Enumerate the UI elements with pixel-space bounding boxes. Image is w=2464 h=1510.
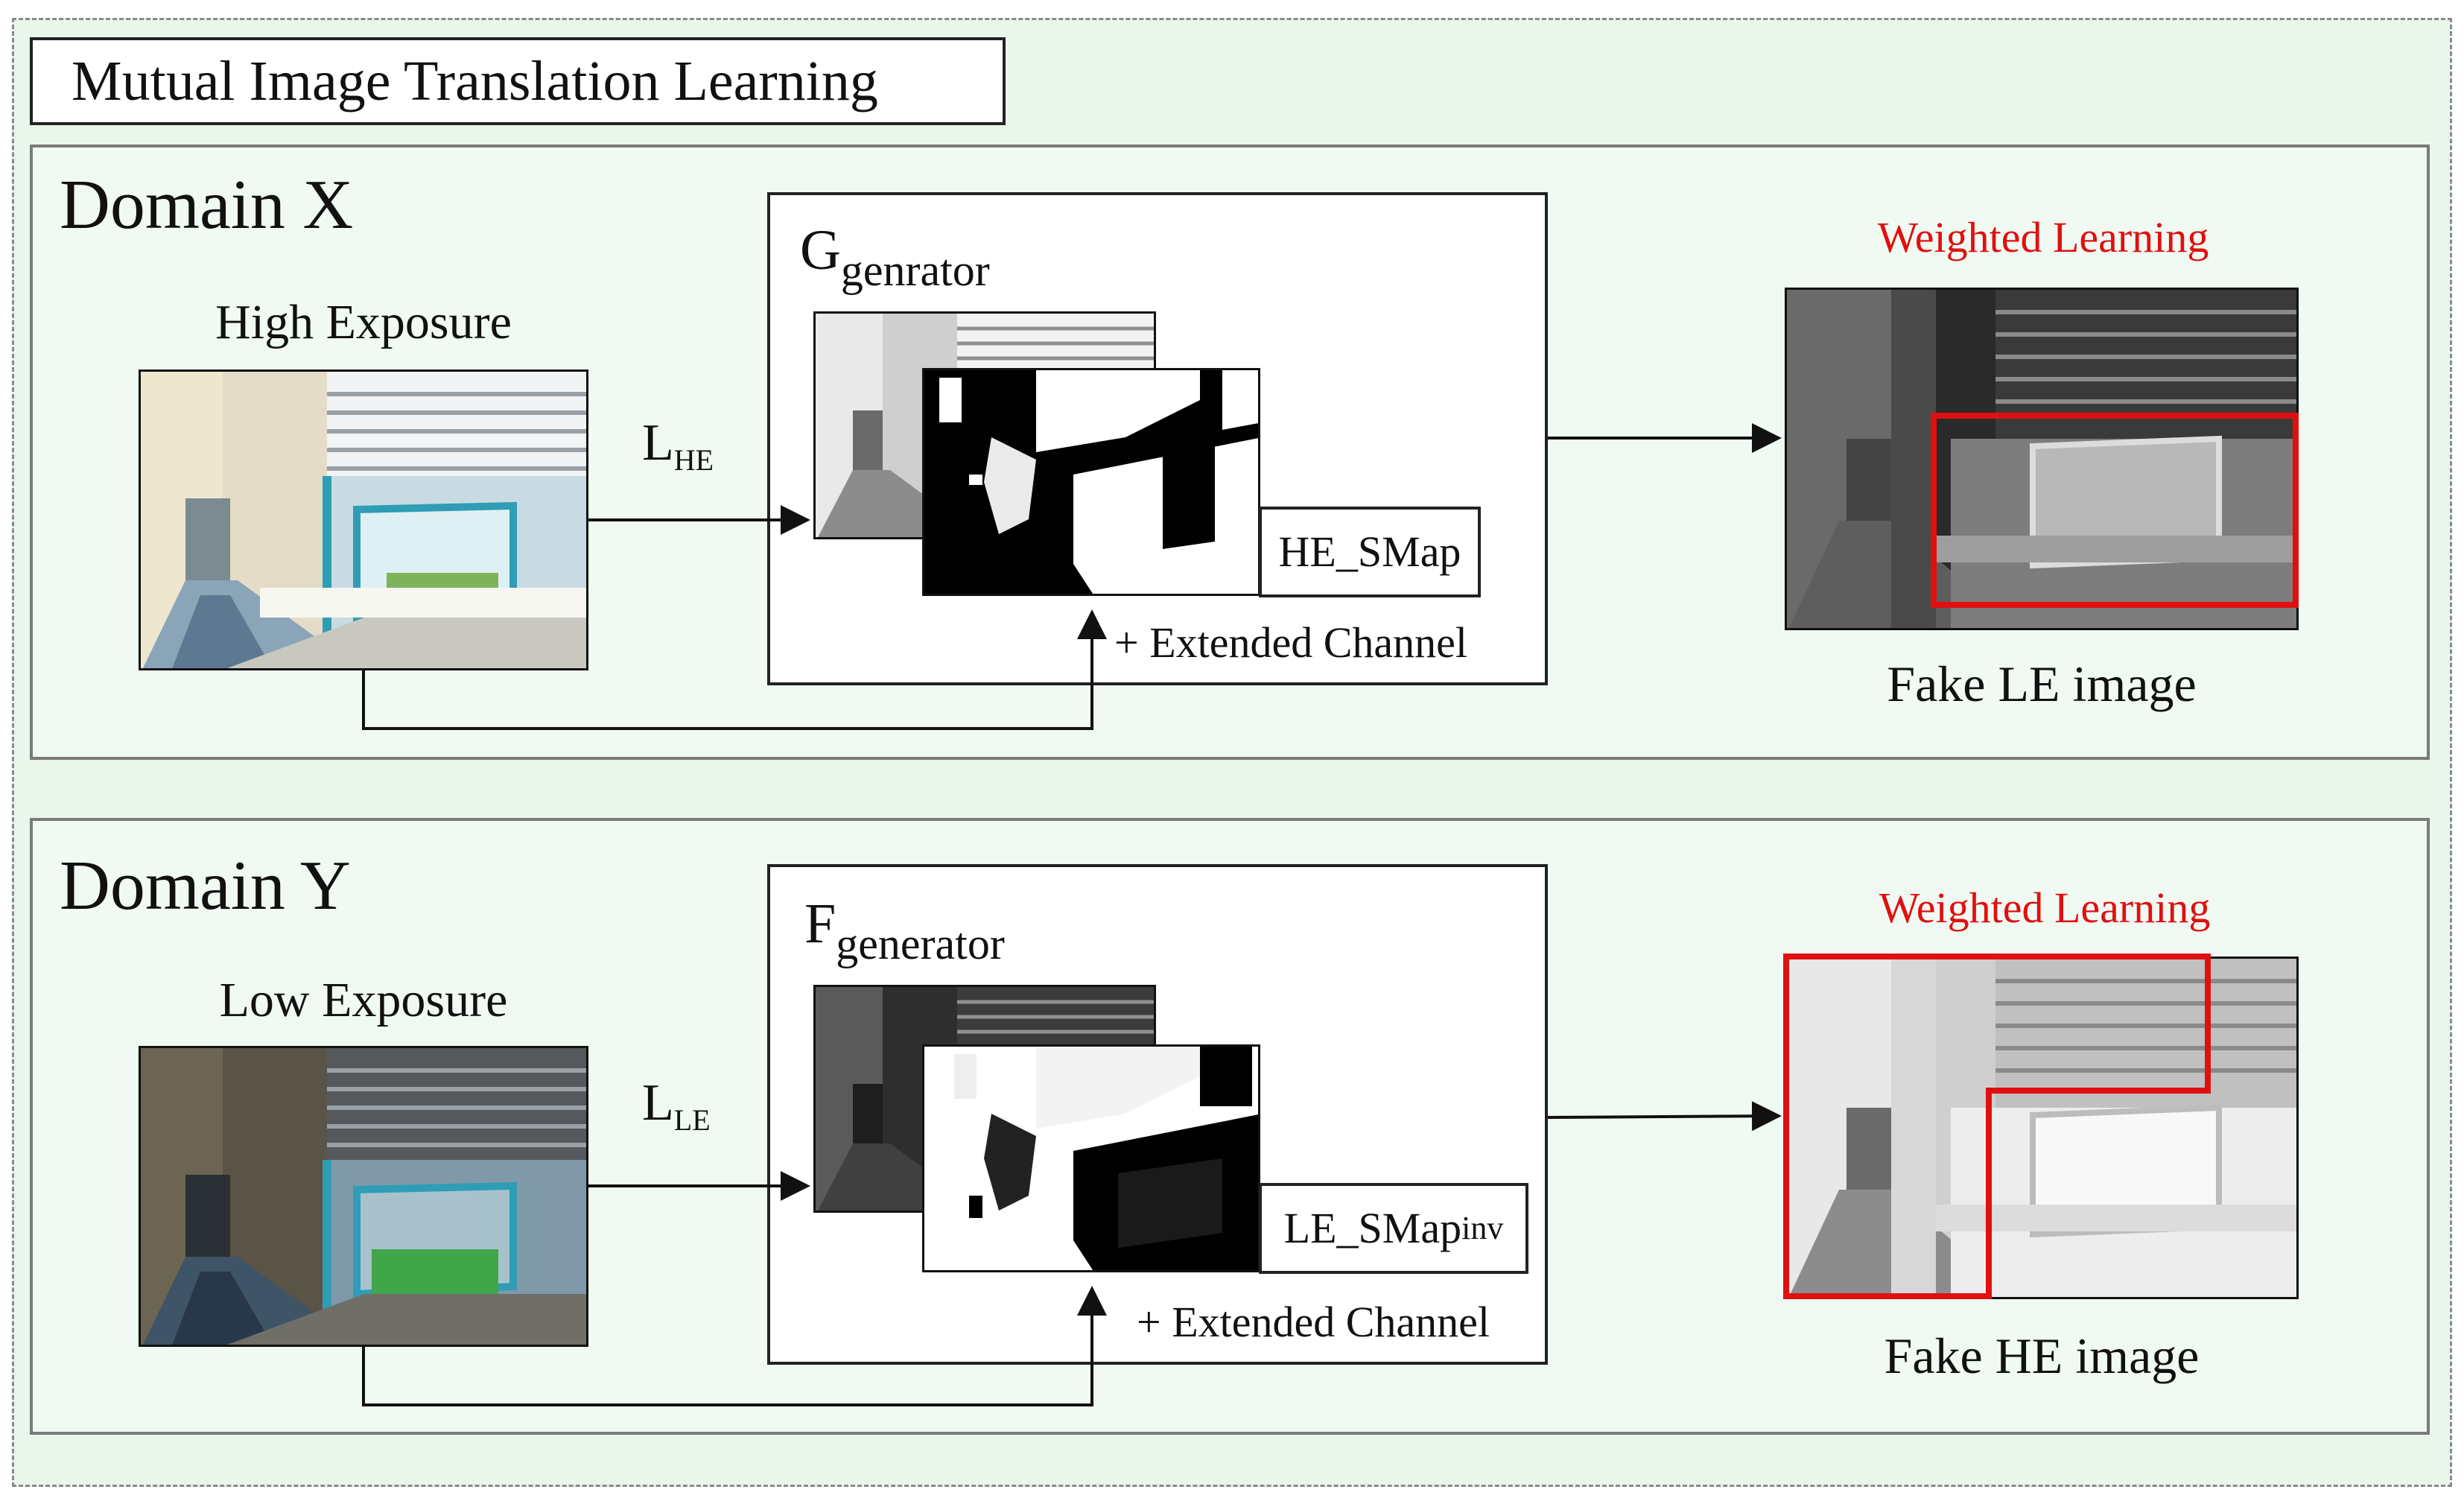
f-generator-label: Fgenerator (804, 892, 1005, 968)
le-saliency-map-inv (922, 1044, 1260, 1272)
arrow-extended-channel-y (362, 1286, 1107, 1406)
f-extended-channel-label: + Extended Channel (1137, 1298, 1490, 1346)
domain-y-title: Domain Y (60, 847, 351, 924)
fake-he-label: Fake HE image (1884, 1327, 2200, 1384)
domain-x-title: Domain X (60, 166, 354, 244)
loss-he-label: LHE (642, 414, 714, 477)
he-smap-label: HE_SMap (1259, 507, 1481, 597)
arrow-f-to-output (1547, 1101, 1782, 1132)
arrow-extended-channel-x (362, 609, 1107, 730)
weighted-region-highlight-x (1931, 413, 2299, 608)
loss-le-label: LLE (642, 1074, 711, 1137)
weighted-region-highlight-y (1783, 954, 2211, 1299)
diagram-title-text: Mutual Image Translation Learning (72, 50, 878, 112)
high-exposure-photo (139, 369, 588, 670)
he-saliency-map (922, 368, 1260, 596)
low-exposure-photo (139, 1046, 588, 1347)
g-generator-label: Ggenrator (800, 219, 990, 295)
diagram-title: Mutual Image Translation Learning (30, 37, 1006, 125)
fake-le-label: Fake LE image (1887, 656, 2197, 712)
domain-x-input-label: High Exposure (215, 295, 512, 349)
domain-y-weighted-label: Weighted Learning (1879, 884, 2211, 932)
domain-x-weighted-label: Weighted Learning (1877, 213, 2209, 261)
domain-y-input-label: Low Exposure (219, 973, 508, 1027)
g-extended-channel-label: + Extended Channel (1114, 618, 1468, 667)
fake-he-image (1785, 957, 2299, 1299)
